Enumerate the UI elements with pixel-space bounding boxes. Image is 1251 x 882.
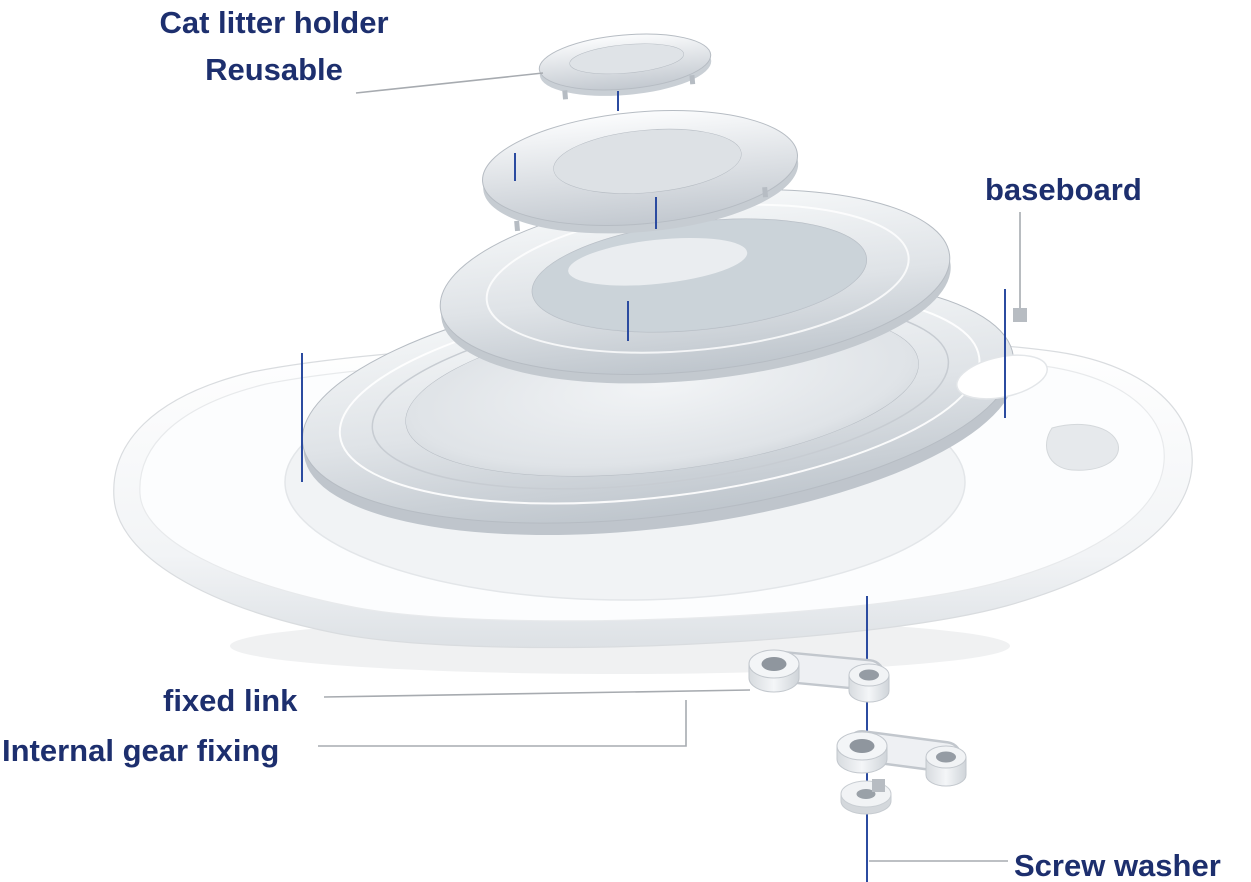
alignment-lines (301, 91, 1006, 482)
label-fixed-link: fixed link (163, 683, 298, 718)
seat-lid-part (439, 189, 951, 384)
label-baseboard: baseboard (985, 172, 1142, 207)
label-cat-litter-holder-line1: Cat litter holder (159, 5, 389, 40)
holder-callout-line (355, 72, 544, 94)
label-screw-washer: Screw washer (1014, 848, 1221, 882)
label-cat-litter-holder-line2: Reusable (205, 51, 343, 87)
training-ring-part (482, 110, 799, 234)
baseboard-handle-notch (1046, 424, 1119, 471)
internal-gear-callout-line (318, 700, 687, 747)
fixed-link-upper-part (748, 649, 890, 703)
screw-washer-marker-square (872, 779, 885, 792)
seat-mount-tab (956, 354, 1048, 400)
label-cat-litter-holder: Cat litter holder Reusable (118, 0, 430, 93)
top-tray-part (538, 33, 712, 100)
label-internal-gear-fixing: Internal gear fixing (2, 733, 280, 768)
baseboard-marker-square (1013, 308, 1027, 322)
fixed-link-lower-part (836, 730, 967, 787)
callout-lines (318, 72, 1027, 862)
fixed-link-callout-line (323, 689, 751, 698)
